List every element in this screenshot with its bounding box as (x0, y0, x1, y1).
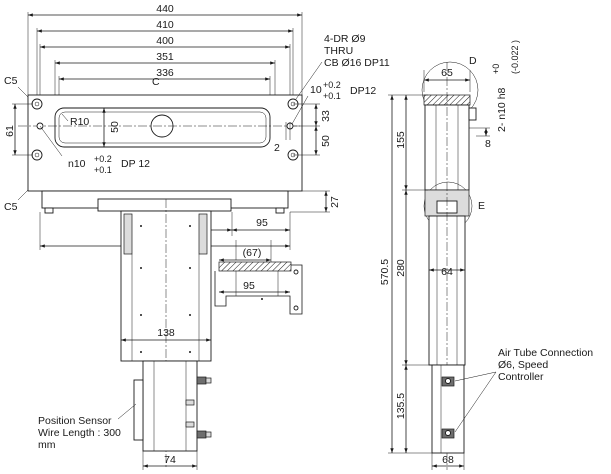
dim-68: 68 (442, 454, 454, 466)
dim-410: 410 (156, 19, 174, 31)
dim-2: 2 (274, 142, 280, 154)
chamfer-c5-bottom: C5 (4, 201, 18, 213)
dim-570-5: 570.5 (379, 259, 391, 285)
dim-10-suffix: DP12 (350, 85, 376, 97)
dim-138: 138 (157, 327, 175, 339)
dim-8: 8 (485, 138, 491, 150)
top-dimension-lines (27, 13, 302, 81)
dim-50-right: 50 (320, 135, 332, 147)
dim-50-inner: 50 (109, 121, 121, 133)
air-note-line1: Air Tube Connection (498, 347, 593, 359)
hole-note-line1: 4-DR Ø9 (324, 33, 366, 45)
sensor-note-line3: mm (38, 439, 56, 451)
hole-note-line3: CB Ø16 DP11 (324, 57, 390, 69)
column-rail-right (198, 213, 208, 255)
detail-e-label: E (478, 200, 485, 212)
top-extension-lines (27, 12, 303, 104)
dim-336: 336 (156, 67, 174, 79)
fitting-upper-nut (205, 377, 212, 384)
column-rail-left (123, 213, 133, 255)
dim-135-5: 135.5 (395, 393, 407, 419)
dim-74: 74 (164, 454, 176, 466)
dim-61: 61 (4, 125, 16, 137)
fit-lower: (-0.022 ) (510, 40, 520, 74)
side-upper-body (424, 104, 470, 191)
side-view: D 65 2- n10 h8 +0 (-0.022 ) 8 E 64 (379, 40, 593, 470)
sensor-upper (185, 399, 195, 406)
chamfer-c5-top: C5 (4, 75, 18, 87)
cylinder-block (142, 360, 198, 452)
hole-n10-tol-upper: +0.2 (94, 154, 112, 164)
dim-10-main: 10 (310, 84, 322, 96)
dim-33: 33 (320, 110, 332, 122)
column-dots (140, 225, 191, 353)
air-note-line2: Ø6, Speed (498, 359, 548, 371)
center-slot-inner (58, 111, 267, 144)
dim-10-tol-lower: +0.1 (323, 91, 341, 101)
air-note-line3: Controller (498, 371, 544, 383)
dim-351: 351 (156, 51, 174, 63)
sensor-note-line1: Position Sensor (38, 415, 112, 427)
hole-n10-main: n10 (68, 158, 86, 170)
dim-r10: R10 (70, 116, 89, 128)
hole-note-line2: THRU (324, 45, 353, 57)
dim-440: 440 (156, 3, 174, 15)
front-view: 440 410 400 351 336 C C5 C5 61 (4, 3, 390, 470)
fitting-lower-nut (205, 431, 212, 438)
detail-c-dim-95: 95 (243, 280, 255, 292)
fit-upper: +0 (491, 64, 501, 74)
hole-n10-suffix: DP 12 (121, 158, 150, 170)
dim-10-tol-upper: +0.2 (323, 80, 341, 90)
detail-c-section (218, 261, 292, 272)
dim-95-left: 95 (256, 217, 268, 229)
detail-c-outline (214, 264, 303, 315)
fitting-upper-body (196, 376, 207, 385)
fitting-lower-body (196, 430, 207, 439)
side-tab-right (468, 107, 477, 121)
fit-main: 2- n10 h8 (496, 87, 508, 132)
detail-c-dim-67: (67) (243, 247, 262, 259)
view-c-label: C (152, 76, 160, 88)
dim-155: 155 (395, 131, 407, 149)
sensor-lower (185, 421, 195, 428)
flange-foot-left (44, 207, 54, 214)
cylinder-side-left (133, 379, 144, 441)
detail-d-label: D (469, 55, 477, 67)
dim-27: 27 (329, 196, 341, 208)
sensor-note-line2: Wire Length : 300 (38, 427, 121, 439)
hole-n10-tol-lower: +0.1 (94, 165, 112, 175)
detail-c: (67) 95 (214, 240, 303, 315)
dim-400: 400 (156, 35, 174, 47)
flange-foot-right (275, 207, 285, 214)
dim-280: 280 (395, 259, 407, 277)
dim-64: 64 (441, 266, 453, 278)
carriage-top (97, 198, 232, 212)
